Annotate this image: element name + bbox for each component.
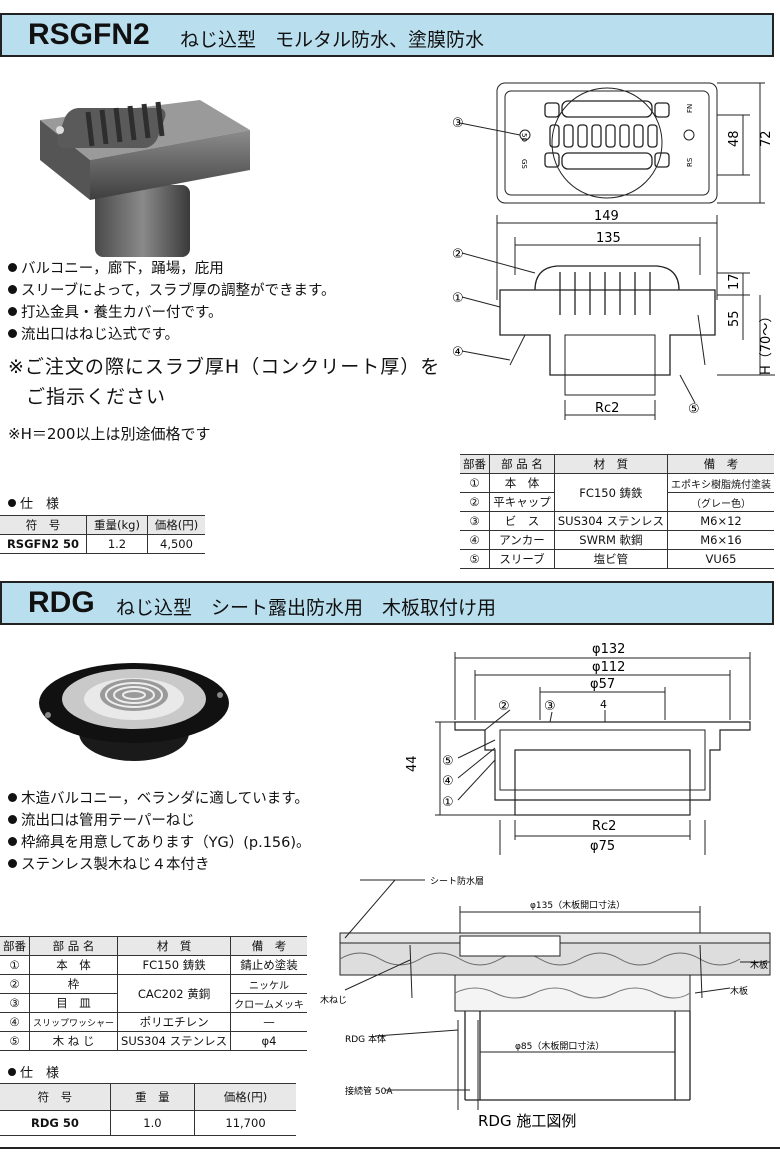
svg-text:③: ③ <box>544 699 556 714</box>
svg-text:②: ② <box>452 247 464 262</box>
svg-text:φ112: φ112 <box>592 660 625 675</box>
list-item: 木造バルコニー，ベランダに適しています。 <box>8 788 311 810</box>
svg-text:φ132: φ132 <box>592 642 625 657</box>
svg-text:②: ② <box>498 699 510 714</box>
svg-text:44: 44 <box>405 755 420 772</box>
bullet-icon <box>8 859 17 868</box>
bullet-icon <box>8 263 17 272</box>
svg-text:⑤: ⑤ <box>688 402 700 417</box>
svg-text:135: 135 <box>596 231 621 246</box>
section1-code: RSGFN2 <box>28 18 150 51</box>
bullet-icon <box>8 1068 16 1076</box>
svg-text:φ135（木板開口寸法）: φ135（木板開口寸法） <box>530 899 625 911</box>
rdg-drawing: φ132 φ112 φ57 ② ③ 4 44 ⑤ ④ ① Rc2 φ75 <box>405 642 751 855</box>
rsgfn2-drawing: 50 GS FN RS ③ 48 72 149 135 ② ① ④ ⑤ 17 5… <box>452 82 775 420</box>
svg-text:④: ④ <box>452 345 464 360</box>
svg-text:Rc2: Rc2 <box>592 819 616 834</box>
svg-text:φ75: φ75 <box>590 839 615 854</box>
svg-text:φ85（木板開口寸法）: φ85（木板開口寸法） <box>515 1040 604 1052</box>
list-item: 枠締具を用意してあります（YG）(p.156)。 <box>8 832 311 854</box>
list-item: ステンレス製木ねじ４本付き <box>8 854 311 876</box>
svg-text:木板: 木板 <box>730 985 748 997</box>
list-item: 流出口は管用テーパーねじ <box>8 810 311 832</box>
svg-text:木板: 木板 <box>750 959 768 971</box>
bullet-icon <box>8 837 17 846</box>
bullet-icon <box>8 307 17 316</box>
rdg-product-photo <box>39 663 229 761</box>
svg-text:50: 50 <box>520 133 528 142</box>
svg-text:①: ① <box>442 795 454 810</box>
svg-text:48: 48 <box>727 130 742 147</box>
svg-text:④: ④ <box>442 774 454 789</box>
svg-text:GS: GS <box>520 159 528 169</box>
svg-text:55: 55 <box>727 310 742 327</box>
bottom-rule <box>0 1147 780 1149</box>
bullet-icon <box>8 815 17 824</box>
svg-text:17: 17 <box>727 273 742 290</box>
price-note: ※H＝200以上は別途価格です <box>8 425 211 443</box>
svg-text:H（70～）: H（70～） <box>759 310 774 375</box>
svg-text:RDG 施工図例: RDG 施工図例 <box>478 1112 576 1130</box>
section1-bullets: バルコニー，廊下，踊場，庇用 スリーブによって，スラブ厚の調整ができます。 打込… <box>8 258 336 346</box>
svg-text:⑤: ⑤ <box>442 754 454 769</box>
svg-text:③: ③ <box>452 116 464 131</box>
slab-order-note: ※ご注文の際にスラブ厚H（コンクリート厚）を ご指示ください <box>8 356 441 408</box>
svg-text:RDG 本体: RDG 本体 <box>345 1033 386 1045</box>
bullet-icon <box>8 793 17 802</box>
rdg-install-diagram: シート防水層 φ135（木板開口寸法） 木板 木板 木ねじ RDG 本体 φ85… <box>320 875 771 1130</box>
svg-text:木ねじ: 木ねじ <box>320 994 347 1006</box>
section2-bullets: 木造バルコニー，ベランダに適しています。 流出口は管用テーパーねじ 枠締具を用意… <box>8 788 311 876</box>
svg-text:シート防水層: シート防水層 <box>430 875 484 887</box>
list-item: スリーブによって，スラブ厚の調整ができます。 <box>8 280 336 302</box>
section2-code: RDG <box>28 586 95 619</box>
spec-title-2: 仕 様 <box>8 1062 59 1081</box>
svg-text:FN: FN <box>686 104 694 113</box>
svg-text:①: ① <box>452 291 464 306</box>
rsgfn2-product-photo <box>40 100 250 257</box>
svg-text:Rc2: Rc2 <box>595 401 619 416</box>
svg-text:接続管 50A: 接続管 50A <box>345 1085 393 1097</box>
spec-title-1: 仕 様 <box>8 493 59 512</box>
section1-banner: RSGFN2 ねじ込型 モルタル防水、塗膜防水 <box>0 13 774 57</box>
section2-banner: RDG ねじ込型 シート露出防水用 木板取付け用 <box>0 581 774 625</box>
section2-subtitle: ねじ込型 シート露出防水用 木板取付け用 <box>116 597 497 619</box>
bullet-icon <box>8 499 16 507</box>
svg-text:4: 4 <box>600 698 607 711</box>
list-item: バルコニー，廊下，踊場，庇用 <box>8 258 336 280</box>
bullet-icon <box>8 285 17 294</box>
svg-text:RS: RS <box>686 157 694 167</box>
section1-subtitle: ねじ込型 モルタル防水、塗膜防水 <box>180 29 485 51</box>
bullet-icon <box>8 329 17 338</box>
list-item: 流出口はねじ込式です。 <box>8 324 336 346</box>
svg-text:149: 149 <box>594 209 619 224</box>
list-item: 打込金具・養生カバー付です。 <box>8 302 336 324</box>
svg-text:φ57: φ57 <box>590 677 615 692</box>
svg-text:72: 72 <box>759 130 774 147</box>
